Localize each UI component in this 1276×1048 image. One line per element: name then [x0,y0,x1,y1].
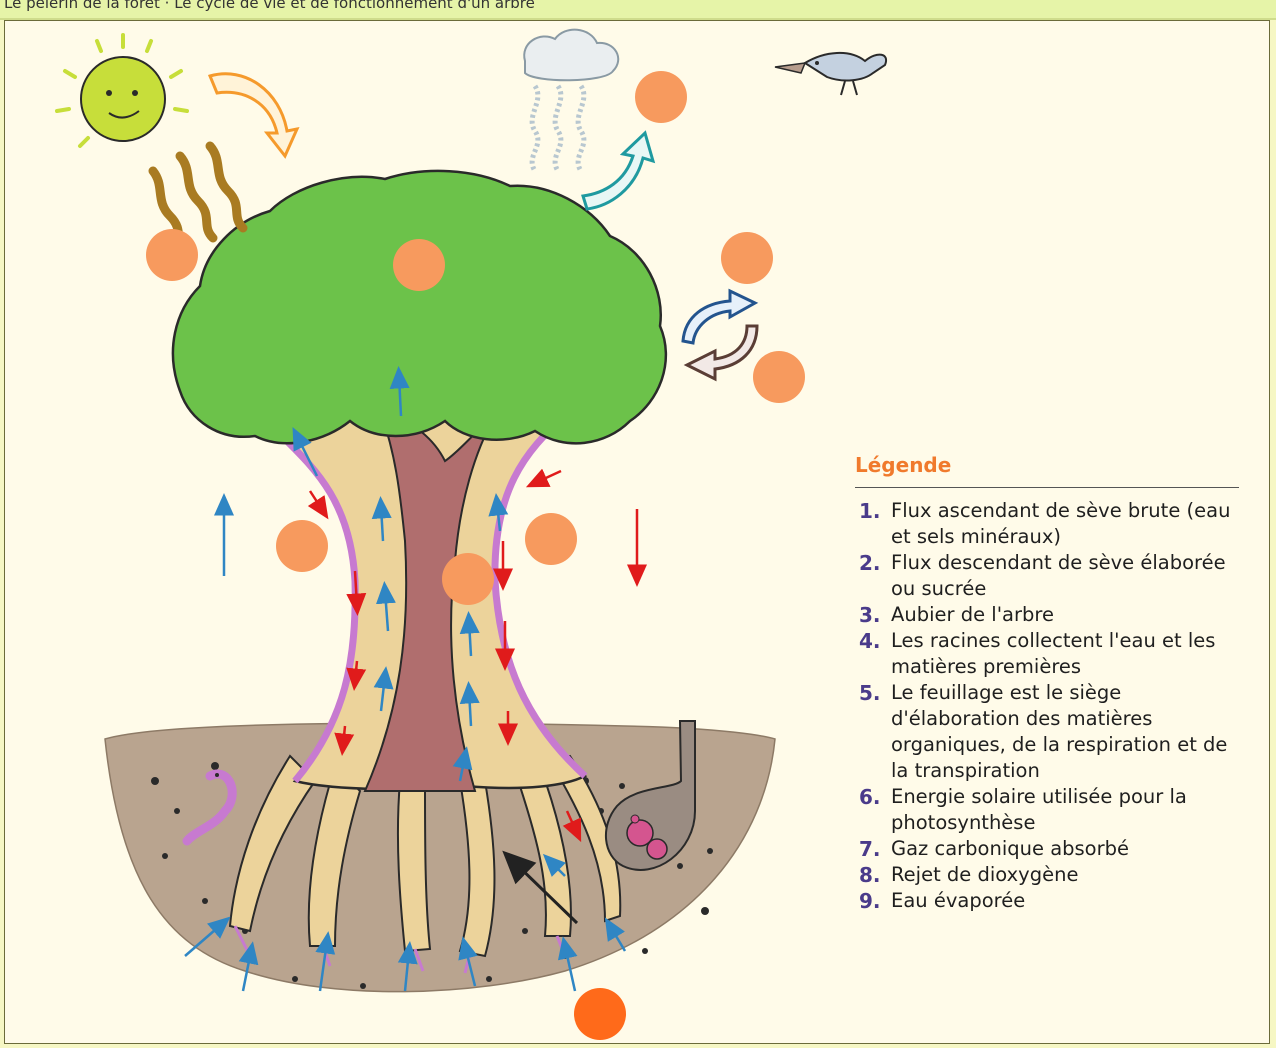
legend-item-number: 7. [859,836,881,862]
legend-item-number: 6. [859,784,881,810]
legend-item: 4. Les racines collectent l'eau et les ma… [855,628,1239,680]
legend-item-number: 1. [859,498,881,524]
marker-o2 [753,351,805,403]
legend-item-number: 8. [859,862,881,888]
header-caption: Le pèlerin de la forêt · Le cycle de vie… [4,0,535,12]
sap-down-arrow [310,491,323,511]
legend-item: 1. Flux ascendant de sève brute (eau et s… [855,498,1239,550]
legend-item-number: 9. [859,888,881,914]
marker-foliage [393,239,445,291]
marker-sapwood [442,553,494,605]
legend-item-number: 5. [859,680,881,706]
legend-item-number: 4. [859,628,881,654]
legend-item: 3. Aubier de l'arbre [855,602,1239,628]
marker-evaporation [635,71,687,123]
marker-up-flow [276,520,328,572]
solar-energy-arrow-icon [210,74,297,156]
legend-item: 8. Rejet de dioxygène [855,862,1239,888]
sap-down-arrow [535,471,561,483]
legend-item-number: 2. [859,550,881,576]
legend-item-text: Gaz carbonique absorbé [891,836,1239,862]
legend-item-text: Flux descendant de sève élaborée ou sucr… [891,550,1239,602]
sun-icon [57,35,243,253]
legend-item-text: Eau évaporée [891,888,1239,914]
legend-item-text: Les racines collectent l'eau et les mati… [891,628,1239,680]
marker-down-flow [525,513,577,565]
foliage [173,171,666,443]
legend-item: 5. Le feuillage est le siège d'élaboratio… [855,680,1239,784]
legend-item: 7. Gaz carbonique absorbé [855,836,1239,862]
legend-item-number: 3. [859,602,881,628]
header-strip: Le pèlerin de la forêt · Le cycle de vie… [0,0,1276,20]
bird-icon [775,53,886,95]
legend-item: 9. Eau évaporée [855,888,1239,914]
diagram-panel: Légende 1. Flux ascendant de sève brute (… [4,20,1270,1044]
evaporation-arrow-icon [583,133,653,209]
gas-exchange-arrows-icon [683,291,757,379]
marker-solar [146,229,198,281]
legend-item: 2. Flux descendant de sève élaborée ou su… [855,550,1239,602]
legend-item: 6. Energie solaire utilisée pour la photo… [855,784,1239,836]
legend-item-text: Energie solaire utilisée pour la photosy… [891,784,1239,836]
legend-item-text: Le feuillage est le siège d'élaboration … [891,680,1239,784]
legend-item-text: Rejet de dioxygène [891,862,1239,888]
legend-item-text: Flux ascendant de sève brute (eau et sel… [891,498,1239,550]
cloud-icon [524,30,618,171]
marker-co2 [721,232,773,284]
legend-item-text: Aubier de l'arbre [891,602,1239,628]
legend: Légende 1. Flux ascendant de sève brute (… [855,453,1239,914]
marker-roots [574,988,626,1040]
legend-title: Légende [855,453,1239,488]
legend-list: 1. Flux ascendant de sève brute (eau et s… [855,498,1239,914]
